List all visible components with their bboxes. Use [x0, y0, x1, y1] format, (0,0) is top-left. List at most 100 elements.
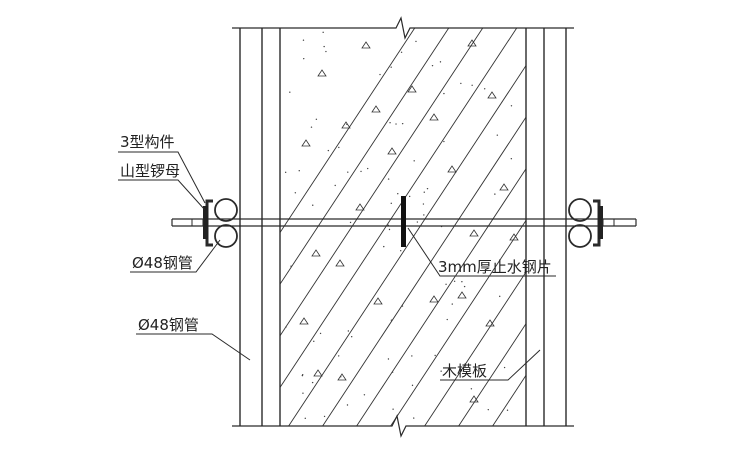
hatch-line: [280, 28, 450, 286]
aggregate-dot: [445, 283, 447, 285]
steel-pipe-bottom-left: [214, 224, 238, 248]
aggregate-dot: [302, 392, 304, 394]
leader-lines: [118, 151, 556, 381]
wood-formwork-label: 木模板: [442, 362, 487, 380]
aggregate-dot: [510, 105, 513, 107]
aggregate-mark: [317, 69, 327, 77]
steel-pipe-top-right: [568, 198, 592, 222]
aggregate-mark: [371, 105, 381, 113]
aggregate-dot: [483, 88, 486, 90]
aggregate-dot: [411, 384, 414, 387]
hatch-line: [492, 374, 526, 426]
steel-pipe-bottom-right: [568, 224, 592, 248]
aggregate-dot: [322, 31, 324, 34]
aggregate-dot: [401, 305, 404, 307]
aggregate-dot: [390, 319, 393, 321]
hatch-line: [390, 219, 526, 426]
aggregate-dot: [494, 193, 496, 195]
aggregate-dot: [310, 126, 313, 128]
aggregate-dot: [379, 73, 381, 76]
aggregate-dot: [390, 202, 392, 205]
aggregate-mark: [429, 113, 439, 121]
aggregate-mark: [509, 233, 519, 241]
aggregate-dot: [285, 326, 287, 328]
aggregate-dot: [301, 374, 304, 377]
aggregate-dot: [298, 170, 300, 172]
aggregate-dot: [506, 409, 509, 411]
aggregate-dot: [303, 57, 305, 60]
aggregate-dot: [388, 228, 391, 231]
hatch-line: [356, 167, 526, 426]
aggregate-dot: [434, 354, 436, 357]
aggregate-dot: [413, 160, 415, 162]
aggregate-dot: [499, 295, 501, 298]
aggregate-dot: [346, 404, 349, 406]
aggregate-mark: [467, 39, 477, 47]
aggregate-dot: [349, 221, 352, 224]
aggregate-dot: [346, 123, 348, 126]
concrete-wall: [280, 20, 750, 430]
aggregate-dot: [387, 178, 390, 180]
aggregate-dot: [471, 84, 473, 86]
aggregate-dot: [487, 408, 489, 411]
aggregate-dot: [347, 171, 349, 173]
aggregate-mark: [485, 319, 495, 327]
aggregate-dot: [304, 417, 306, 420]
hatch-line: [322, 116, 526, 426]
hatch-line: [280, 28, 416, 234]
aggregate-dot: [460, 82, 462, 85]
aggregate-dot: [397, 193, 399, 195]
aggregate-dot: [426, 187, 429, 190]
aggregate-dot: [431, 64, 434, 67]
aggregate-dot: [463, 285, 466, 288]
aggregate-dot: [334, 184, 336, 187]
aggregate-mark: [337, 373, 347, 381]
aggregate-dot: [290, 265, 292, 267]
aggregate-dot: [302, 39, 305, 41]
hatch-line: [288, 64, 526, 426]
aggregate-dot: [313, 340, 315, 343]
aggregate-mark: [299, 317, 309, 325]
aggregate-dot: [338, 146, 340, 149]
type3-component-label: 3型构件: [120, 133, 175, 151]
aggregate-dot: [284, 171, 287, 174]
aggregate-mark: [487, 91, 497, 99]
hatch-line: [558, 20, 750, 430]
aggregate-dot: [416, 221, 419, 223]
aggregate-mark: [469, 229, 479, 237]
aggregate-dot: [422, 203, 425, 205]
aggregate-dot: [401, 122, 404, 125]
aggregate-mark: [361, 41, 371, 49]
aggregate-dot: [408, 195, 411, 198]
aggregate-dot: [383, 245, 385, 248]
aggregate-dot: [496, 134, 499, 136]
aggregate-dot: [439, 61, 442, 63]
aggregate-dot: [411, 355, 413, 357]
aggregate-mark: [355, 203, 365, 211]
aggregate-dot: [389, 122, 391, 124]
aggregate-dot: [327, 149, 330, 152]
aggregate-dot: [340, 376, 342, 378]
aggregate-mark: [341, 121, 351, 129]
waterstop-steel-plate: [401, 196, 406, 247]
aggregate-mark: [311, 249, 321, 257]
aggregate-dot: [311, 381, 314, 384]
hatch-line: [280, 28, 518, 389]
mountain-nut-label: 山型锣母: [120, 162, 180, 180]
aggregate-dot: [391, 371, 394, 373]
aggregate-dot: [440, 370, 442, 372]
aggregate-dot: [423, 191, 425, 193]
aggregate-mark: [387, 147, 397, 155]
aggregate-dot: [315, 118, 318, 121]
aggregate-dot: [347, 330, 350, 332]
break-line-top: [232, 16, 574, 40]
aggregate-dot: [350, 335, 353, 338]
aggregate-dot: [470, 388, 473, 390]
aggregate-mark: [335, 259, 345, 267]
formwork-boards: [239, 28, 567, 426]
aggregate-mark: [313, 369, 323, 377]
aggregate-dot: [360, 170, 362, 173]
aggregate-dot: [503, 366, 506, 369]
break-line-bottom: [232, 414, 574, 438]
